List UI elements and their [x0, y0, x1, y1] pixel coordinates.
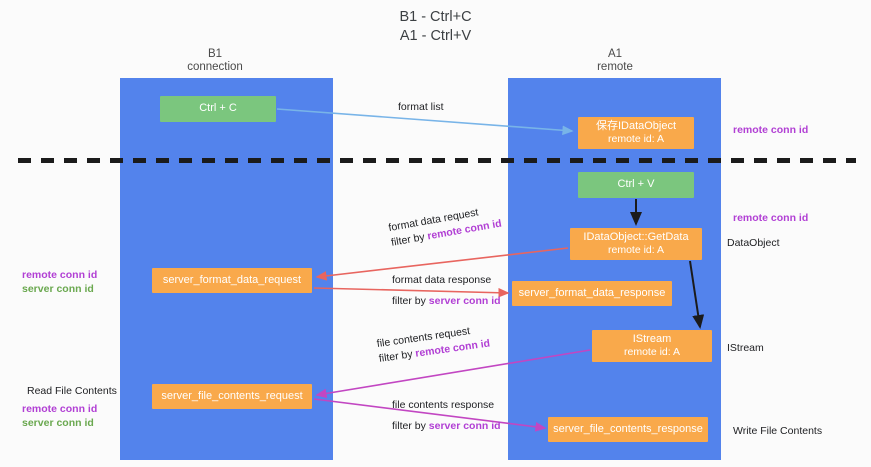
- node-sublabel: remote id: A: [607, 244, 665, 256]
- node-label: IStream: [632, 332, 672, 345]
- node-save-idataobject[interactable]: 保存IDataObject remote id: A: [578, 117, 694, 149]
- page-title: B1 - Ctrl+C A1 - Ctrl+V: [399, 9, 472, 44]
- annotation-right-dataobject: DataObject: [727, 237, 780, 249]
- arrow-format-data-request: [315, 247, 569, 281]
- edge-label-text: file contents response: [392, 399, 495, 411]
- filter-key: server conn id: [428, 295, 501, 307]
- node-label: server_file_contents_request: [161, 389, 303, 402]
- arrow-file-contents-request: [315, 349, 591, 399]
- node-ctrl-v[interactable]: Ctrl + V: [578, 172, 694, 198]
- column-header-b1: B1 connection: [187, 48, 243, 73]
- annotation-right-write-file-contents: Write File Contents: [733, 425, 823, 437]
- node-sublabel: remote id: A: [607, 133, 665, 145]
- node-label: server_format_data_response: [518, 286, 666, 299]
- node-istream[interactable]: IStream remote id: A: [592, 330, 712, 362]
- arrow-file-contents-response: [313, 398, 547, 432]
- node-server-file-contents-response[interactable]: server_file_contents_response: [548, 417, 708, 442]
- annotation-left-read-file-contents: Read File Contents: [27, 385, 117, 397]
- arrow-format-list: [276, 108, 574, 136]
- annotation-left-server-conn-id-2: server conn id: [22, 417, 94, 429]
- node-label: server_file_contents_response: [553, 422, 703, 435]
- arrow-format-data-response: [313, 287, 510, 298]
- edge-label-text: format list: [398, 101, 444, 113]
- filter-prefix: filter by: [378, 347, 417, 365]
- node-label: IDataObject::GetData: [583, 230, 689, 243]
- column-header-a1: A1 remote: [597, 48, 633, 73]
- filter-prefix: filter by: [392, 295, 429, 307]
- annotation-right-remote-conn-id-1: remote conn id: [733, 124, 809, 136]
- node-idataobject-getdata[interactable]: IDataObject::GetData remote id: A: [570, 228, 702, 260]
- node-label: 保存IDataObject: [595, 119, 677, 132]
- annotation-right-remote-conn-id-2: remote conn id: [733, 212, 809, 224]
- annotation-left-server-conn-id-1: server conn id: [22, 283, 94, 295]
- edge-label-format-data-response: format data response filter by server co…: [392, 273, 501, 309]
- node-server-file-contents-request[interactable]: server_file_contents_request: [152, 384, 312, 409]
- edge-label-format-list: format list: [398, 100, 444, 115]
- node-server-format-data-request[interactable]: server_format_data_request: [152, 268, 312, 293]
- annotation-left-remote-conn-id-2: remote conn id: [22, 403, 98, 415]
- node-server-format-data-response[interactable]: server_format_data_response: [512, 281, 672, 306]
- filter-key: server conn id: [428, 420, 501, 432]
- arrow-getdata-istream: [689, 260, 705, 329]
- node-sublabel: remote id: A: [623, 346, 681, 358]
- edge-label-file-contents-response: file contents response filter by server …: [392, 398, 501, 434]
- phase-divider: [18, 158, 856, 163]
- node-label: Ctrl + C: [199, 102, 237, 115]
- edge-label-filter: filter by server conn id: [392, 294, 501, 309]
- node-label: server_format_data_request: [162, 273, 302, 286]
- node-ctrl-c[interactable]: Ctrl + C: [160, 96, 276, 122]
- node-label: Ctrl + V: [617, 178, 655, 191]
- filter-prefix: filter by: [392, 420, 429, 432]
- annotation-left-remote-conn-id-1: remote conn id: [22, 269, 98, 281]
- edge-label-text: format data response: [392, 274, 492, 286]
- edge-label-filter: filter by server conn id: [392, 419, 501, 434]
- annotation-right-istream: IStream: [727, 342, 764, 354]
